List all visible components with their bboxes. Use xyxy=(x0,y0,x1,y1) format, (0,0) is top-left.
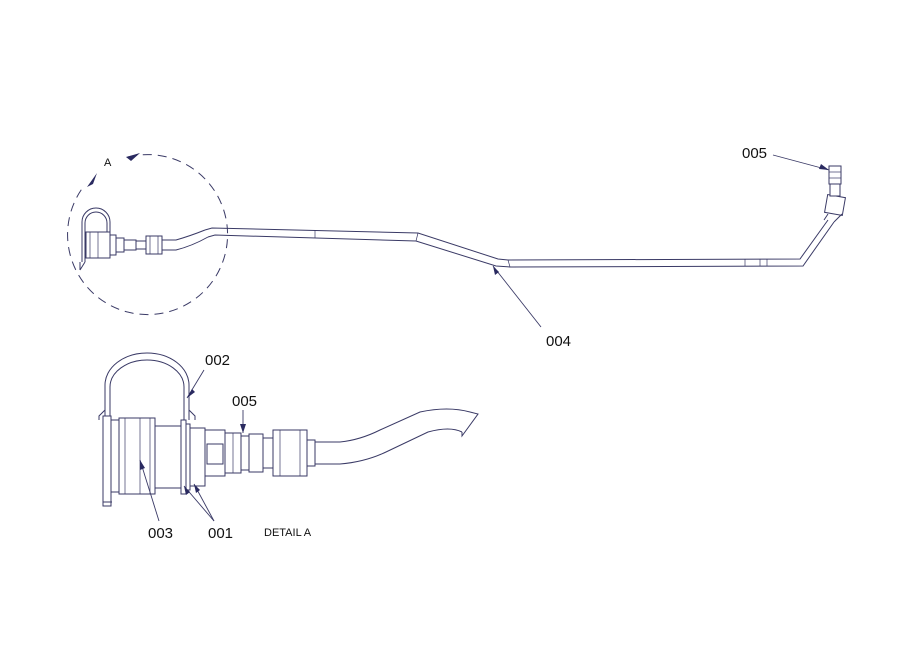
coupling-small-view xyxy=(79,207,209,271)
detail-a-callout-circle: A xyxy=(67,153,229,316)
callout-005-top: 005 xyxy=(742,145,767,162)
detail-letter-label: A xyxy=(104,157,112,169)
coupling-detail-view xyxy=(98,352,479,507)
callout-001: 001 xyxy=(208,525,233,542)
callout-003: 003 xyxy=(148,525,173,542)
callout-004: 004 xyxy=(546,333,571,350)
leader-lines xyxy=(139,154,830,522)
fitting-005-top xyxy=(823,165,847,223)
detail-title: DETAIL A xyxy=(264,527,312,539)
callout-002: 002 xyxy=(205,352,230,369)
tube-004 xyxy=(204,219,835,268)
callout-005-detail: 005 xyxy=(232,393,257,410)
